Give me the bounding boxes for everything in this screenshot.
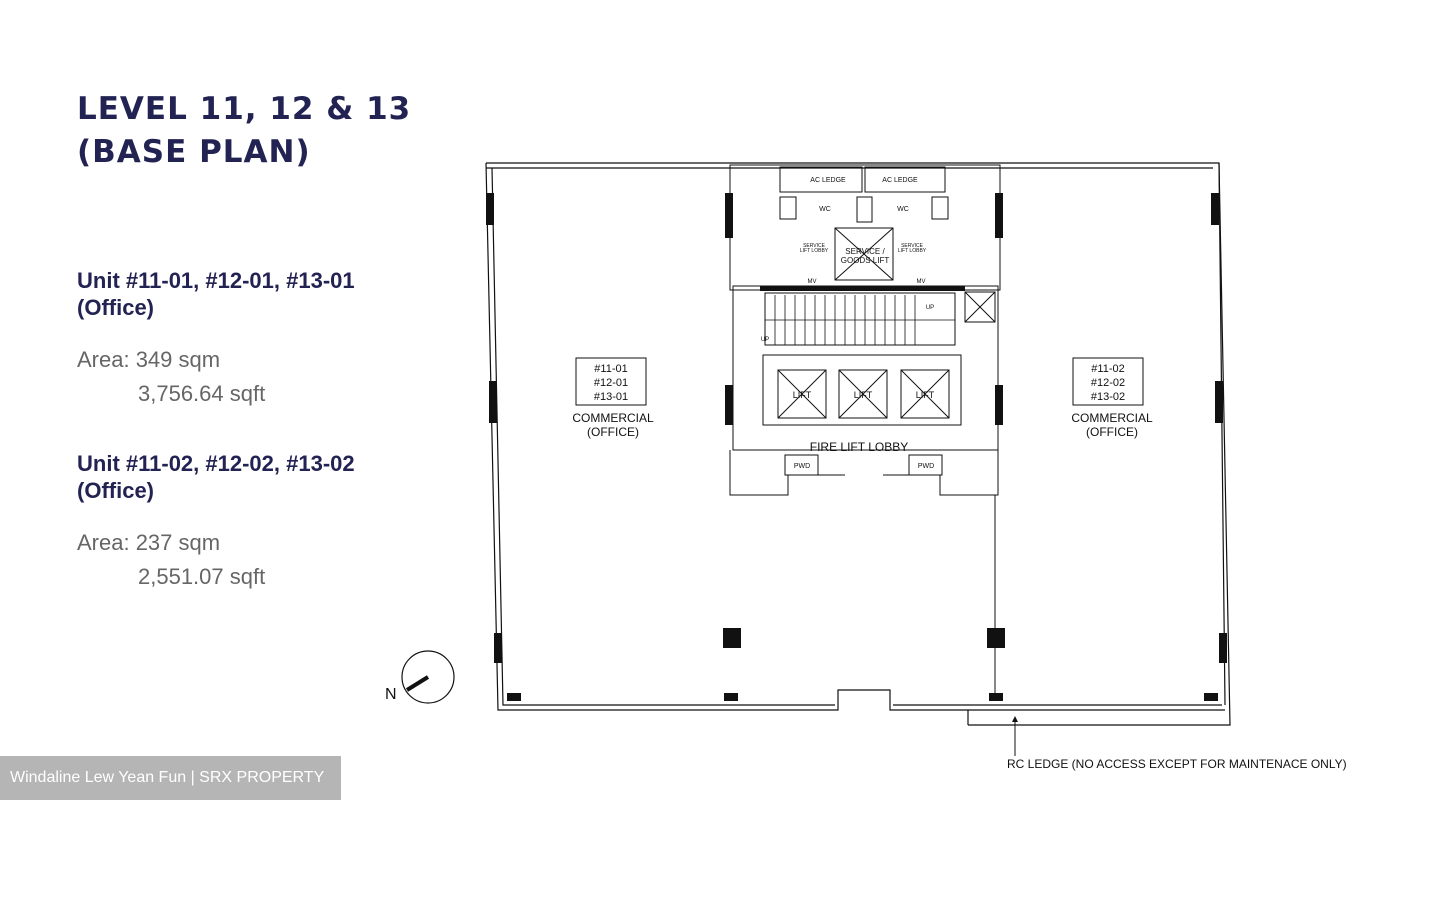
svg-text:COMMERCIAL: COMMERCIAL — [572, 411, 654, 425]
unit-right-label: #11-02 #12-02 #13-02 COMMERCIAL (OFFICE) — [1071, 357, 1153, 439]
svg-text:(OFFICE): (OFFICE) — [587, 425, 639, 439]
svg-text:COMMERCIAL: COMMERCIAL — [1071, 411, 1153, 425]
svg-text:LIFT: LIFT — [854, 390, 873, 400]
unit-1-area: Area: 349 sqm 3,756.64 sqft — [77, 343, 265, 411]
svg-text:#12-01: #12-01 — [594, 377, 628, 389]
svg-text:UP: UP — [761, 337, 769, 343]
outer-walls — [485, 162, 1231, 726]
svg-text:SERVICE: SERVICE — [901, 243, 924, 249]
svg-text:#11-02: #11-02 — [1091, 363, 1124, 375]
svg-text:WC: WC — [819, 206, 831, 213]
unit-2-area-sqm: Area: 237 sqm — [77, 530, 221, 555]
svg-text:(OFFICE): (OFFICE) — [1086, 425, 1138, 439]
title-line-1: LEVEL 11, 12 & 13 — [77, 91, 412, 127]
rc-ledge-callout: RC LEDGE (NO ACCESS EXCEPT FOR MAINTENAC… — [1007, 716, 1347, 771]
columns — [486, 193, 1227, 701]
core-labels: AC LEDGE AC LEDGE WC WC SERVICE LIFT LOB… — [761, 177, 935, 470]
svg-text:PWD: PWD — [918, 463, 934, 470]
svg-text:#12-02: #12-02 — [1091, 377, 1125, 389]
svg-text:UP: UP — [926, 305, 934, 311]
svg-text:SERVICE: SERVICE — [803, 243, 826, 249]
svg-text:#13-02: #13-02 — [1091, 391, 1125, 403]
unit-1-area-sqm: Area: 349 sqm — [77, 347, 221, 372]
unit-1-area-sqft: 3,756.64 sqft — [138, 381, 266, 406]
svg-text:GOODS LIFT: GOODS LIFT — [841, 256, 890, 265]
unit-2-area-sqft: 2,551.07 sqft — [138, 564, 266, 589]
svg-text:LIFT LOBBY: LIFT LOBBY — [800, 248, 829, 254]
svg-text:LIFT LOBBY: LIFT LOBBY — [898, 248, 927, 254]
svg-text:AC LEDGE: AC LEDGE — [810, 177, 846, 184]
page-title: LEVEL 11, 12 & 13 (BASE PLAN) — [77, 88, 411, 174]
unit-1-heading: Unit #11-01, #12-01, #13-01 (Office) — [77, 267, 355, 321]
unit-2-numbers: Unit #11-02, #12-02, #13-02 — [77, 451, 355, 476]
svg-text:AC LEDGE: AC LEDGE — [882, 177, 918, 184]
svg-text:MV: MV — [808, 279, 817, 285]
unit-1-numbers: Unit #11-01, #12-01, #13-01 — [77, 268, 355, 293]
svg-text:SERVICE /: SERVICE / — [845, 247, 885, 256]
svg-text:#13-01: #13-01 — [594, 391, 628, 403]
watermark: Windaline Lew Yean Fun | SRX PROPERTY — [0, 756, 341, 800]
unit-left-label: #11-01 #12-01 #13-01 COMMERCIAL (OFFICE) — [572, 357, 654, 439]
svg-text:#11-01: #11-01 — [594, 363, 627, 375]
stairs — [765, 295, 955, 345]
unit-1-type: (Office) — [77, 295, 154, 320]
core — [729, 164, 1001, 700]
unit-2-heading: Unit #11-02, #12-02, #13-02 (Office) — [77, 450, 355, 504]
unit-2-area: Area: 237 sqm 2,551.07 sqft — [77, 526, 265, 594]
svg-text:WC: WC — [897, 206, 909, 213]
unit-2-type: (Office) — [77, 478, 154, 503]
svg-text:PWD: PWD — [794, 463, 810, 470]
svg-text:N: N — [385, 686, 397, 703]
svg-text:LIFT: LIFT — [916, 390, 935, 400]
svg-text:FIRE LIFT LOBBY: FIRE LIFT LOBBY — [810, 440, 908, 454]
north-arrow: N — [385, 650, 455, 704]
svg-text:LIFT: LIFT — [793, 390, 812, 400]
svg-text:MV: MV — [917, 279, 926, 285]
title-line-2: (BASE PLAN) — [77, 134, 311, 170]
svg-text:RC LEDGE (NO ACCESS EXCEPT FOR: RC LEDGE (NO ACCESS EXCEPT FOR MAINTENAC… — [1007, 757, 1347, 771]
